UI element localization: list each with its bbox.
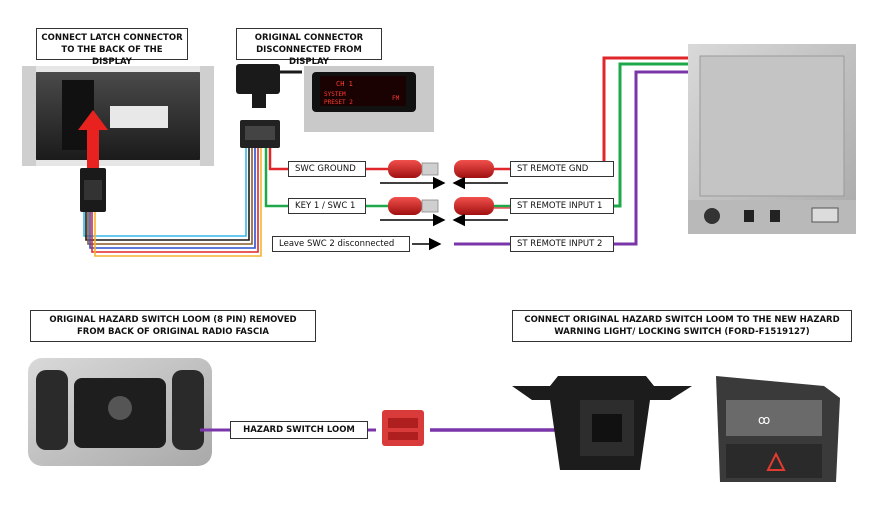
connection-arrows: [380, 176, 508, 251]
hazard-loom-removed-label: ORIGINAL HAZARD SWITCH LOOM (8 PIN) REMO…: [30, 310, 316, 342]
hazard-switch-front-image: ꝏ: [716, 376, 840, 482]
swc-ground-label: SWC GROUND: [288, 161, 366, 177]
display-screen-image: [304, 66, 434, 132]
display-unit-image: [22, 66, 214, 166]
latch-connector-image: [80, 168, 106, 212]
radio-fascia-image: [28, 358, 212, 466]
male-terminal-1: [388, 160, 439, 178]
connect-hazard-label: CONNECT ORIGINAL HAZARD SWITCH LOOM TO T…: [512, 310, 852, 342]
screen-text-2: SYSTEM: [324, 91, 346, 98]
screen-text-1: CH 1: [336, 80, 353, 88]
female-terminal-2: [454, 197, 494, 215]
hazard-loom-plug-image: [376, 402, 430, 458]
male-terminal-2: [388, 197, 439, 215]
leave-swc2-label: Leave SWC 2 disconnected: [272, 236, 410, 252]
st-remote-input2-label: ST REMOTE INPUT 2: [510, 236, 614, 252]
svg-text:ꝏ: ꝏ: [758, 413, 770, 427]
harness-wires: [83, 148, 262, 257]
st-remote-input1-label: ST REMOTE INPUT 1: [510, 198, 614, 214]
original-connector-image: [236, 64, 302, 148]
screen-text-4: FM: [392, 95, 400, 102]
hazard-switch-back-image: [512, 376, 692, 470]
head-unit-image: [688, 44, 856, 234]
original-connector-label: ORIGINAL CONNECTOR DISCONNECTED FROM DIS…: [236, 28, 382, 67]
st-remote-gnd-label: ST REMOTE GND: [510, 161, 614, 177]
screen-text-3: PRESET 2: [324, 99, 353, 106]
female-terminal-1: [454, 160, 494, 178]
key1-swc1-label: KEY 1 / SWC 1: [288, 198, 366, 214]
red-up-arrow: [78, 110, 108, 168]
head-unit-wires: [602, 56, 702, 246]
latch-connector-label: CONNECT LATCH CONNECTOR TO THE BACK OF T…: [36, 28, 188, 67]
hazard-switch-loom-label: HAZARD SWITCH LOOM: [230, 421, 368, 439]
signal-wires: [264, 148, 388, 208]
